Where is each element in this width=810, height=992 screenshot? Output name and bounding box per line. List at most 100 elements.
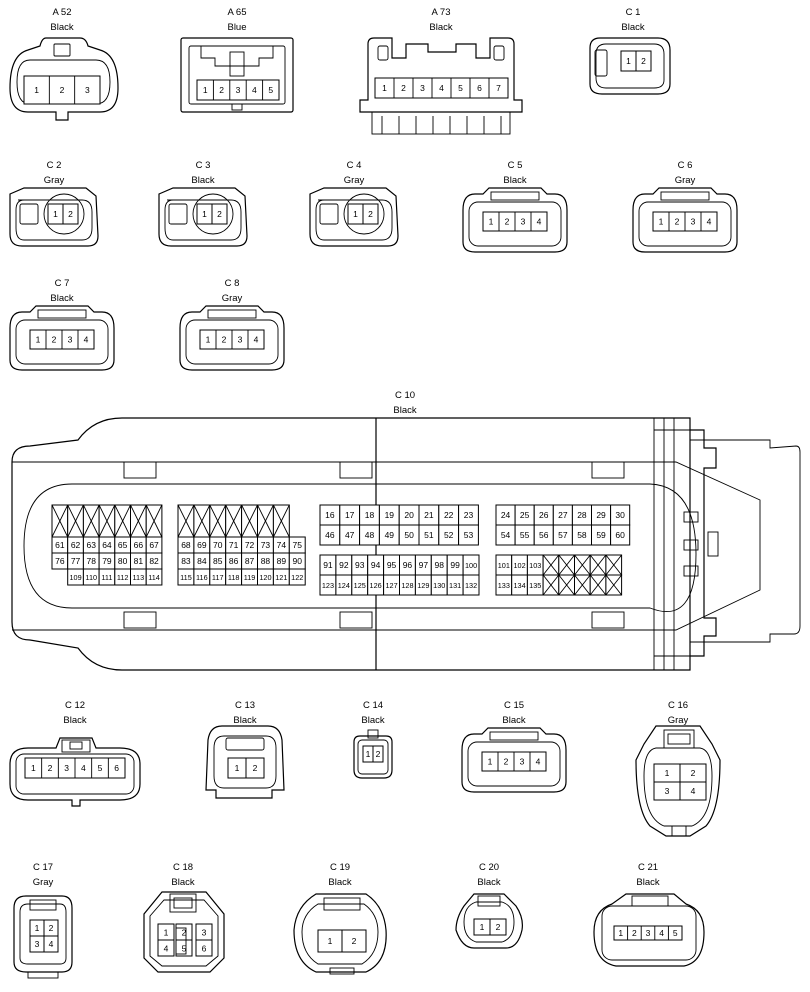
connector-id-a52: A 52 xyxy=(52,7,71,18)
pin-c1-1: 1 xyxy=(626,56,631,66)
pin-c10-25: 25 xyxy=(520,510,530,520)
pin-c10-47: 47 xyxy=(345,530,355,540)
c10-blank-cavity xyxy=(558,554,575,576)
pin-c6-1: 1 xyxy=(659,217,664,227)
pin-c6-4: 4 xyxy=(707,217,712,227)
connector-id-c8: C 8 xyxy=(225,278,240,289)
pin-c19-1: 1 xyxy=(328,936,333,946)
pin-c10-112: 112 xyxy=(117,573,129,582)
pin-c10-75: 75 xyxy=(293,540,303,550)
pin-c10-92: 92 xyxy=(339,560,349,570)
pin-c10-99: 99 xyxy=(450,560,460,570)
pin-c10-84: 84 xyxy=(197,556,207,566)
pin-a65-3: 3 xyxy=(236,85,241,95)
pin-c5-4: 4 xyxy=(537,217,542,227)
pin-c10-52: 52 xyxy=(444,530,454,540)
pin-c10-101: 101 xyxy=(498,561,510,570)
connector-id-c12: C 12 xyxy=(65,700,85,711)
pin-c10-19: 19 xyxy=(385,510,395,520)
pin-c4-1: 1 xyxy=(353,209,358,219)
pin-a73-3: 3 xyxy=(420,83,425,93)
connector-id-c13: C 13 xyxy=(235,700,255,711)
c10-blank-cavity xyxy=(574,574,591,596)
connector-id-c14: C 14 xyxy=(363,700,383,711)
pin-c10-55: 55 xyxy=(520,530,530,540)
connector-color-c12: Black xyxy=(63,715,86,726)
connector-id-c21: C 21 xyxy=(638,862,658,873)
connector-color-c4: Gray xyxy=(344,175,365,186)
pin-c10-109: 109 xyxy=(69,573,81,582)
pin-c15-3: 3 xyxy=(520,757,525,767)
pin-c20-2: 2 xyxy=(496,922,501,932)
pin-c10-103: 103 xyxy=(529,561,541,570)
pin-c15-2: 2 xyxy=(504,757,509,767)
c10-blank-cavity xyxy=(51,504,69,538)
pin-c10-58: 58 xyxy=(577,530,587,540)
c10-blank-cavity xyxy=(574,554,591,576)
connector-id-c19: C 19 xyxy=(330,862,350,873)
pin-c10-78: 78 xyxy=(87,556,97,566)
pin-c21-3: 3 xyxy=(646,928,651,938)
pin-c18-4: 4 xyxy=(164,944,169,954)
pin-c10-115: 115 xyxy=(180,573,192,582)
pin-c10-110: 110 xyxy=(85,573,97,582)
connector-id-c5: C 5 xyxy=(508,160,523,171)
pin-c10-85: 85 xyxy=(213,556,223,566)
connector-color-c18: Black xyxy=(171,877,194,888)
pin-c21-4: 4 xyxy=(659,928,664,938)
pin-c21-1: 1 xyxy=(618,928,623,938)
connector-color-c6: Gray xyxy=(675,175,696,186)
pin-c10-60: 60 xyxy=(615,530,625,540)
pin-c10-124: 124 xyxy=(338,581,350,590)
connector-id-c2: C 2 xyxy=(47,160,62,171)
pin-c10-64: 64 xyxy=(102,540,112,550)
pin-c8-1: 1 xyxy=(206,335,211,345)
connector-id-c20: C 20 xyxy=(479,862,499,873)
pin-c14-2: 2 xyxy=(376,749,381,759)
pin-a73-1: 1 xyxy=(382,83,387,93)
pin-c18-6: 6 xyxy=(202,944,207,954)
pin-c17-3: 3 xyxy=(35,939,40,949)
pin-c10-135: 135 xyxy=(529,581,541,590)
c10-blank-cavity xyxy=(257,504,274,538)
pin-c16-3: 3 xyxy=(665,786,670,796)
connector-id-c7: C 7 xyxy=(55,278,70,289)
pin-c10-130: 130 xyxy=(433,581,445,590)
pin-c16-4: 4 xyxy=(691,786,696,796)
pin-c10-16: 16 xyxy=(325,510,335,520)
pin-c10-102: 102 xyxy=(513,561,525,570)
pin-c21-2: 2 xyxy=(632,928,637,938)
pin-c10-50: 50 xyxy=(404,530,414,540)
pin-c10-30: 30 xyxy=(615,510,625,520)
pin-a52-2: 2 xyxy=(60,85,65,95)
pin-c10-70: 70 xyxy=(213,540,223,550)
pin-a65-5: 5 xyxy=(268,85,273,95)
pin-c16-2: 2 xyxy=(691,768,696,778)
connector-id-c6: C 6 xyxy=(678,160,693,171)
connector-color-a73: Black xyxy=(429,22,452,33)
pin-c10-27: 27 xyxy=(558,510,568,520)
pin-c10-72: 72 xyxy=(245,540,255,550)
connector-id-c10: C 10 xyxy=(395,390,415,401)
pin-c21-5: 5 xyxy=(673,928,678,938)
connector-id-c1: C 1 xyxy=(626,7,641,18)
c10-blank-cavity xyxy=(605,574,622,596)
pin-c12-3: 3 xyxy=(64,763,69,773)
pin-c10-67: 67 xyxy=(149,540,159,550)
c10-blank-cavity xyxy=(542,574,560,596)
pin-c8-3: 3 xyxy=(238,335,243,345)
pin-c10-118: 118 xyxy=(228,573,240,582)
pin-c6-2: 2 xyxy=(675,217,680,227)
pin-c8-4: 4 xyxy=(254,335,259,345)
connector-id-a65: A 65 xyxy=(227,7,246,18)
c10-blank-cavity xyxy=(589,554,607,576)
pin-c10-76: 76 xyxy=(55,556,65,566)
pin-c10-63: 63 xyxy=(87,540,97,550)
pin-c3-1: 1 xyxy=(202,209,207,219)
pin-a65-4: 4 xyxy=(252,85,257,95)
